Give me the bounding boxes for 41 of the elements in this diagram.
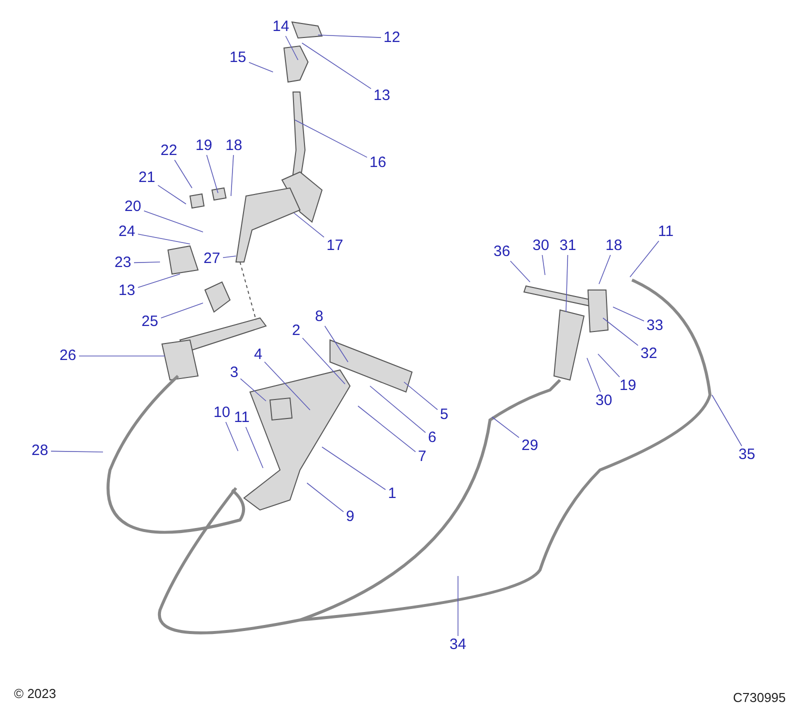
leader-line [144,210,204,232]
leader-line [294,212,324,238]
leader-line [264,361,310,410]
leader-line [630,240,660,278]
leader-line [245,426,264,468]
leader-line [306,482,344,512]
leader-line [225,422,238,452]
leader-line [302,42,372,90]
leader-line [222,256,236,258]
leader-line [138,274,180,288]
leader-line [158,184,186,204]
leader-line [492,416,520,438]
leader-line [404,382,438,410]
leader-line [598,254,611,284]
leader-line [138,234,190,244]
leader-line [586,358,601,392]
leader-line [510,260,530,282]
leader-line [358,406,416,452]
leader-line [370,386,426,433]
leader-line [294,120,368,158]
leader-line [612,306,644,322]
leader-line [542,254,546,276]
leader-line [160,302,204,318]
leader-line [50,450,104,452]
leader-line [302,338,346,384]
leader-line [318,34,382,38]
leader-line [322,446,386,490]
leader-line [134,262,160,264]
leader-line [324,326,348,362]
leader-line [566,254,568,312]
drawing-number: C730995 [733,690,786,705]
leader-line [602,318,638,346]
leader-line [206,154,218,194]
leader-line [712,394,742,446]
leader-line [240,378,266,402]
leader-line [230,154,234,196]
leader-line [598,354,620,378]
copyright-notice: © 2023 [14,686,56,701]
leader-line [285,36,298,60]
leader-line [174,160,192,188]
leader-line [248,62,274,72]
